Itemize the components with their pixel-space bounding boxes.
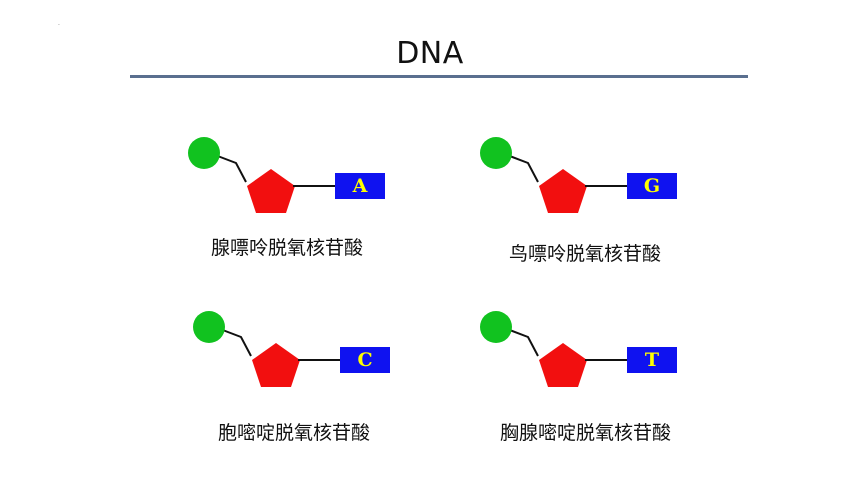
phosphate-sugar-bond: [506, 154, 539, 183]
nucleotide-name-2: 鸟嘌呤脱氧核苷酸: [509, 243, 662, 265]
deoxyribose-sugar: [252, 343, 300, 387]
nucleotide-svg-2: G: [480, 137, 677, 213]
deoxyribose-sugar: [539, 343, 587, 387]
phosphate-sugar-bond: [506, 328, 539, 357]
nucleotide-svg-3: C: [193, 311, 390, 387]
page-title: DNA: [396, 36, 464, 71]
base-box: [340, 347, 390, 373]
phosphate-group: [188, 137, 220, 169]
phosphate-group: [480, 137, 512, 169]
nucleotide-diagram-1: A: [188, 137, 398, 213]
nucleotide-svg-4: T: [480, 311, 677, 387]
nucleotide-name-4: 胸腺嘧啶脱氧核苷酸: [500, 422, 672, 444]
base-letter: G: [644, 175, 660, 197]
stray-dot-mark: ·: [58, 22, 60, 29]
nucleotide-diagram-3: C: [193, 311, 403, 387]
nucleotide-diagram-2: G: [480, 137, 690, 213]
base-letter: C: [357, 349, 372, 371]
base-letter: T: [645, 349, 659, 371]
base-box: [627, 347, 677, 373]
base-box: [335, 173, 385, 199]
phosphate-group: [480, 311, 512, 343]
deoxyribose-sugar: [539, 169, 587, 213]
base-letter: A: [352, 175, 368, 197]
phosphate-sugar-bond: [214, 154, 247, 183]
nucleotide-name-1: 腺嘌呤脱氧核苷酸: [211, 237, 364, 259]
title-underline: [130, 75, 748, 78]
nucleotide-name-3: 胞嘧啶脱氧核苷酸: [218, 422, 371, 444]
deoxyribose-sugar: [247, 169, 295, 213]
phosphate-group: [193, 311, 225, 343]
nucleotide-diagram-4: T: [480, 311, 690, 387]
phosphate-sugar-bond: [219, 328, 252, 357]
nucleotide-svg-1: A: [188, 137, 385, 213]
base-box: [627, 173, 677, 199]
